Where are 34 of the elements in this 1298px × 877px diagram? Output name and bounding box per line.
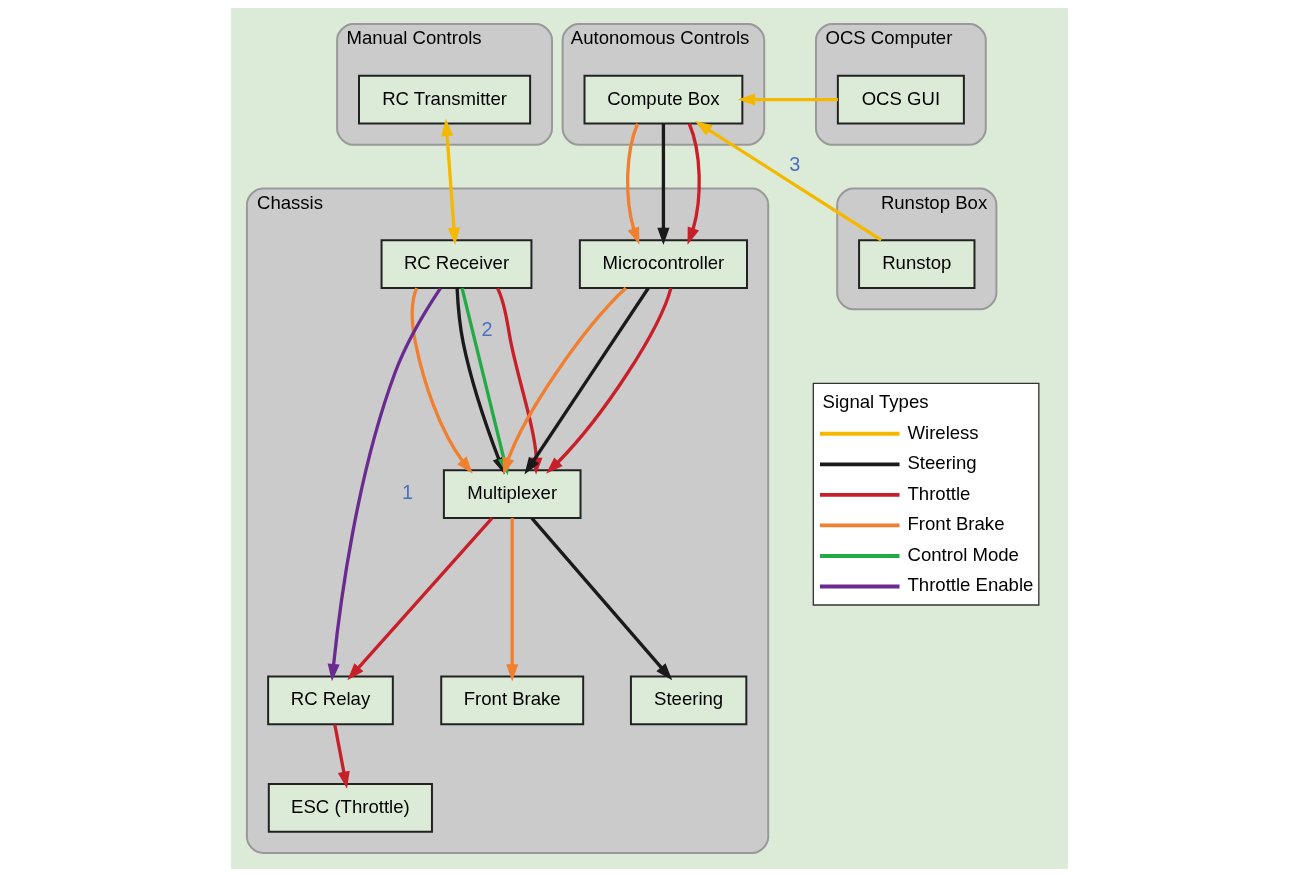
arrow (505, 518, 518, 682)
arrow (737, 93, 838, 106)
arrow (687, 123, 701, 245)
arrow (530, 517, 672, 681)
legend-label: Front Brake (907, 513, 1004, 535)
arrow (332, 724, 350, 789)
arrow (410, 287, 473, 474)
label: Signal Types (822, 391, 929, 413)
node-box: OCS GUI (836, 74, 965, 125)
node-box: Multiplexer (442, 469, 581, 520)
arrow (440, 118, 460, 246)
arrow (327, 287, 442, 682)
edge-label: 1 (401, 480, 413, 503)
node-box: Microcontroller (578, 239, 748, 289)
arrow (545, 287, 672, 474)
arrow (625, 123, 639, 245)
node-box: RC Relay (266, 675, 394, 726)
arrow (346, 517, 493, 681)
edge-label: 2 (480, 317, 493, 340)
legend-label: Wireless (907, 421, 979, 443)
arrow (694, 121, 882, 242)
node-box: Compute Box (583, 74, 743, 125)
arrow (656, 123, 669, 246)
legend-label: Control Mode (907, 543, 1019, 565)
node-box: Runstop (857, 239, 975, 289)
legend-label: Throttle Enable (907, 574, 1033, 596)
node-box: RC Receiver (380, 239, 532, 289)
node-box: Steering (629, 675, 747, 726)
node-box: RC Transmitter (357, 74, 531, 125)
node-box: Front Brake (439, 675, 584, 726)
legend-label: Throttle (907, 482, 970, 504)
edge-label: 3 (788, 153, 800, 176)
node-box: ESC (Throttle) (267, 783, 433, 833)
legend-label: Steering (907, 452, 977, 474)
